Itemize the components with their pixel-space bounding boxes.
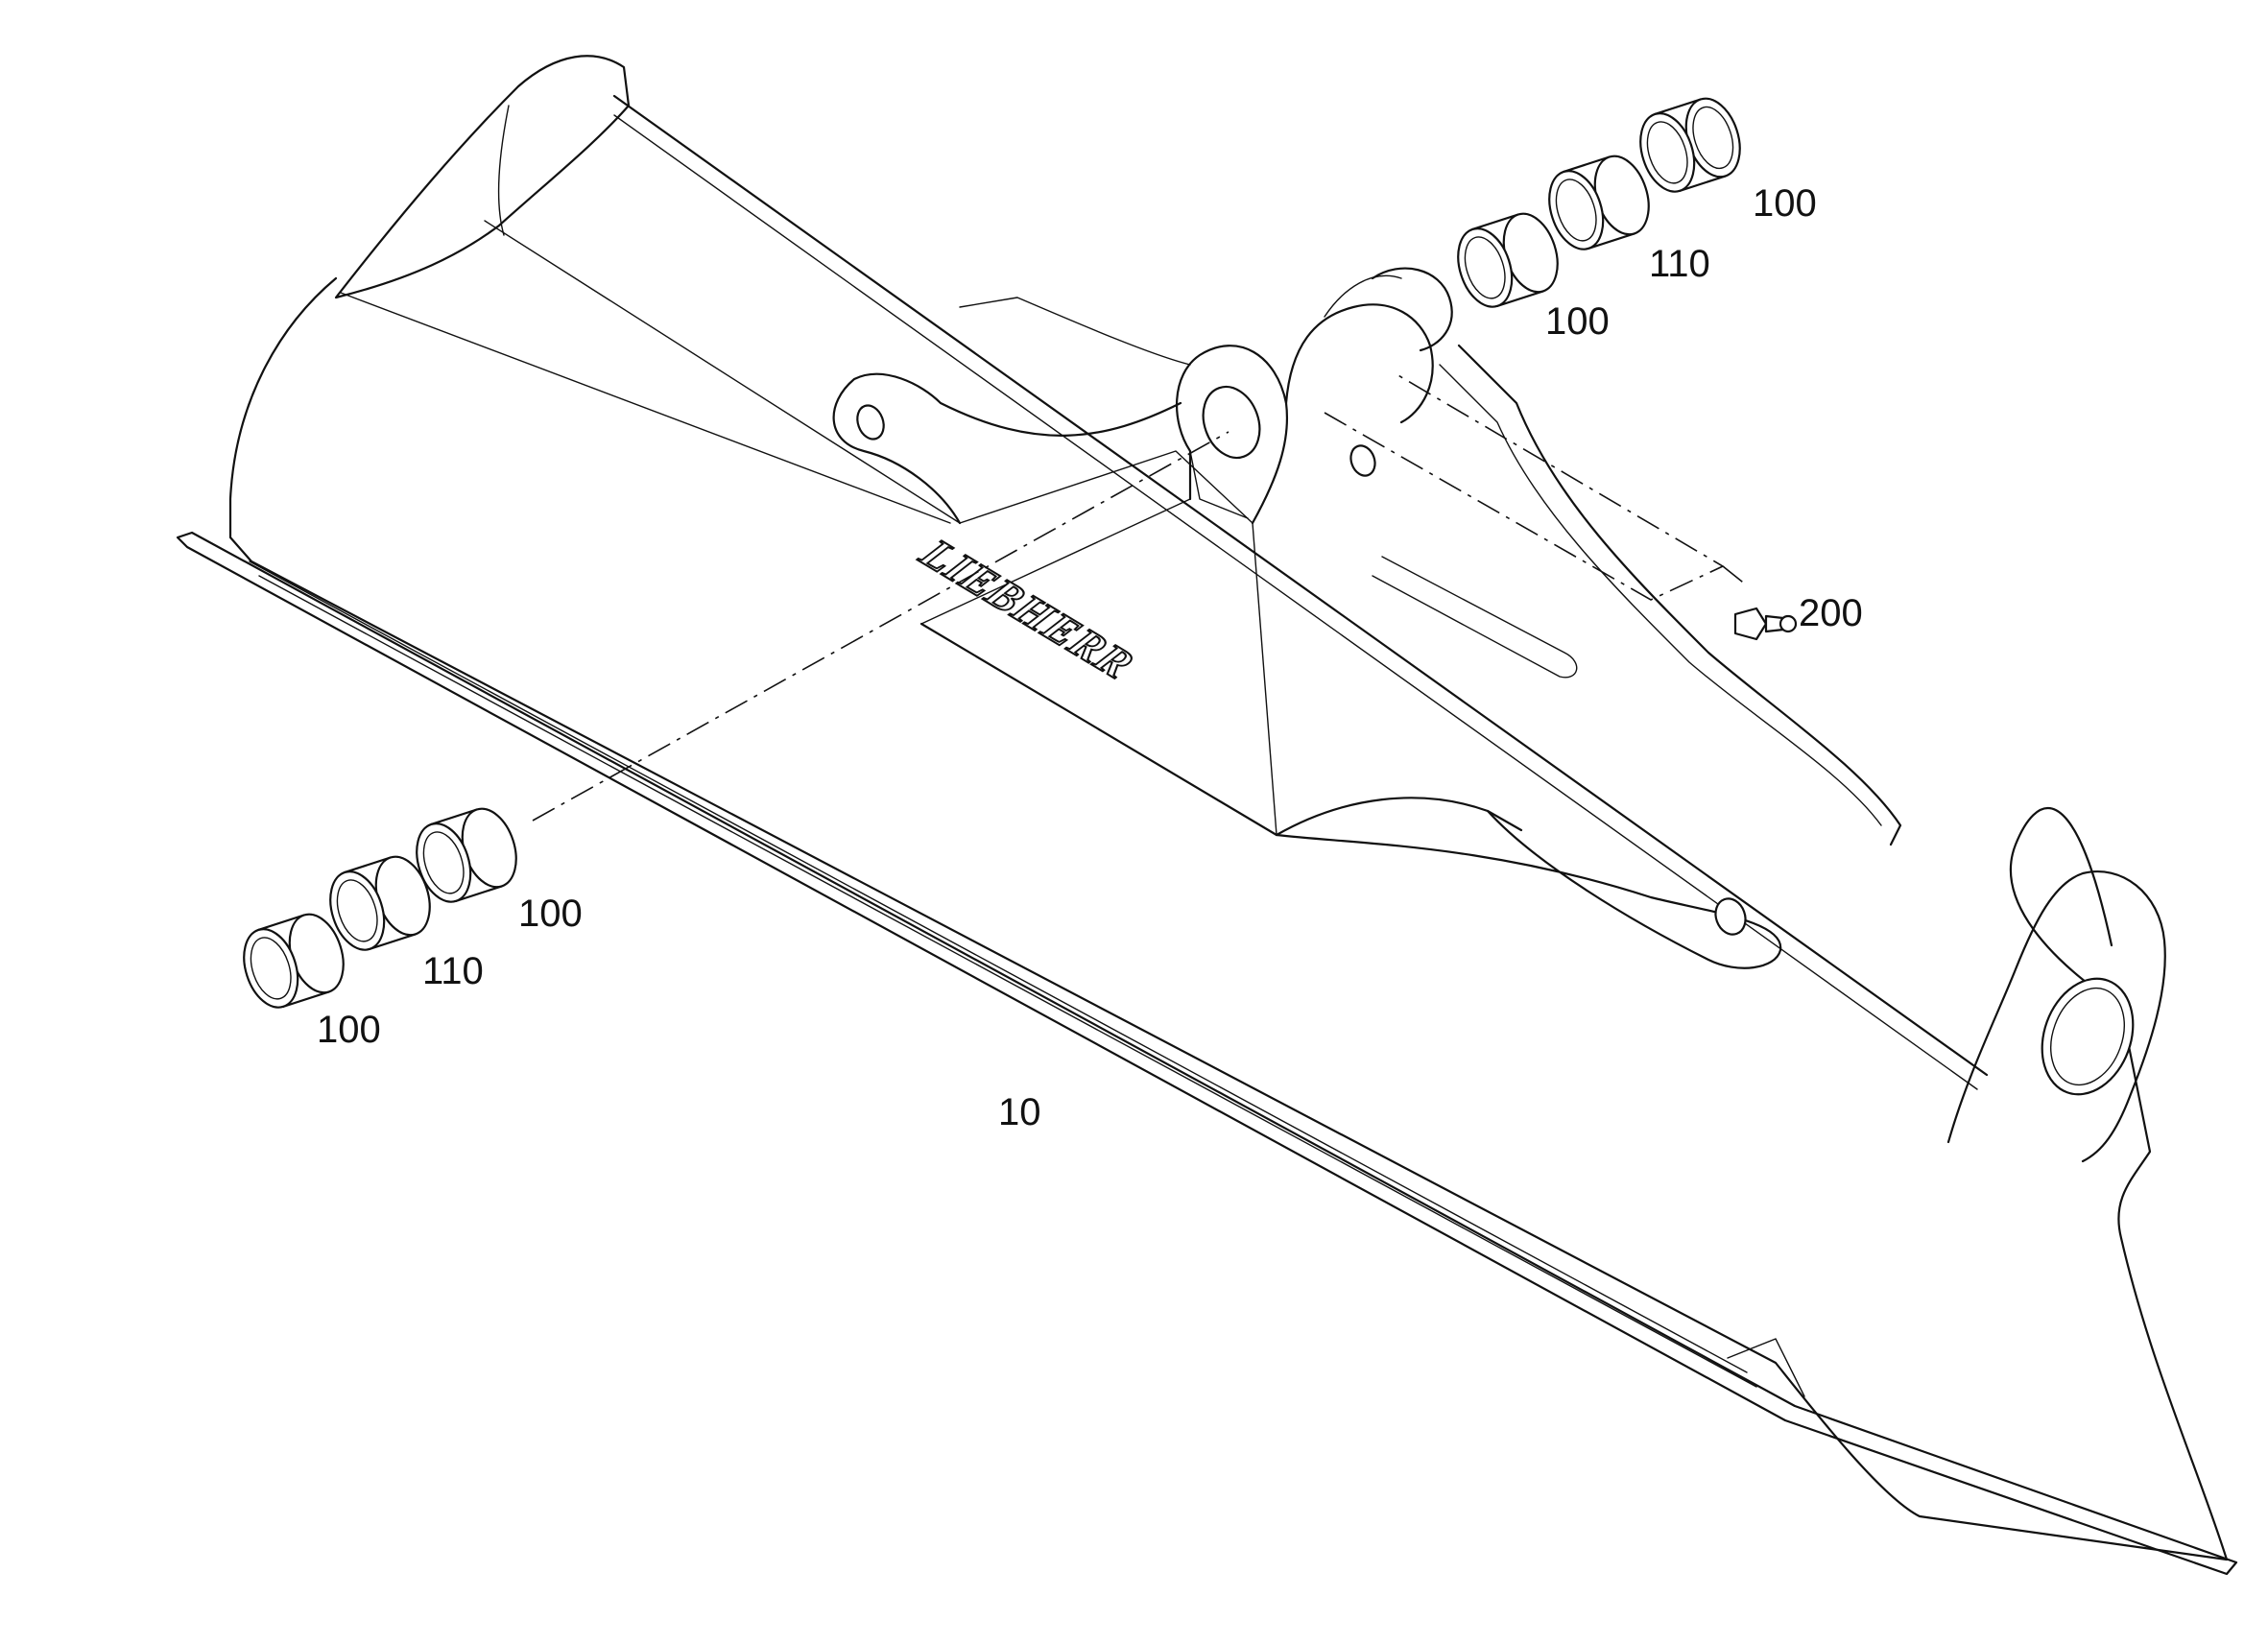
callout-100-top-right: 100 xyxy=(1753,182,1817,225)
bushing-group-upper xyxy=(1457,97,1741,308)
bushing-110-upper xyxy=(1548,155,1650,250)
rear-lug-hole xyxy=(1349,444,1376,477)
front-lug xyxy=(1176,345,1288,525)
callout-110-bottom: 110 xyxy=(422,950,484,992)
bushing-group-lower xyxy=(243,807,517,1009)
brand-logo: LIEBHERR xyxy=(909,531,1143,687)
bushing-100-upper-inner xyxy=(1457,212,1559,308)
callout-110-top: 110 xyxy=(1649,243,1710,285)
bushing-100-lower-inner xyxy=(416,807,517,903)
left-end-plate xyxy=(334,55,631,299)
callout-100-top-left: 100 xyxy=(1545,300,1610,343)
callout-100-bottom-left: 100 xyxy=(317,1009,381,1051)
bushing-100-lower-outer xyxy=(243,913,345,1009)
bushing-110-lower xyxy=(329,855,431,951)
mounting-bracket-base xyxy=(919,622,1523,837)
bracket-left-arm xyxy=(832,372,1182,525)
callout-100-bottom-right: 100 xyxy=(518,893,583,935)
bracket-right-arm xyxy=(1275,809,1782,969)
right-end-plate xyxy=(1946,807,2166,1163)
right-arm-hole xyxy=(1714,897,1747,936)
front-lug-bore xyxy=(1202,385,1261,460)
grease-nipple-200 xyxy=(1733,607,1798,641)
rear-lug xyxy=(1284,303,1434,424)
callout-200: 200 xyxy=(1799,592,1863,634)
callout-10: 10 xyxy=(998,1091,1041,1133)
cutting-edge xyxy=(176,531,2238,1576)
bucket-shell-outline xyxy=(228,276,2229,1561)
right-pivot-bore xyxy=(2041,977,2135,1096)
bushing-100-upper-outer xyxy=(1639,97,1741,193)
callout-labels: 100 110 100 200 100 110 100 10 xyxy=(317,182,1863,1133)
left-arm-hole xyxy=(856,404,885,441)
